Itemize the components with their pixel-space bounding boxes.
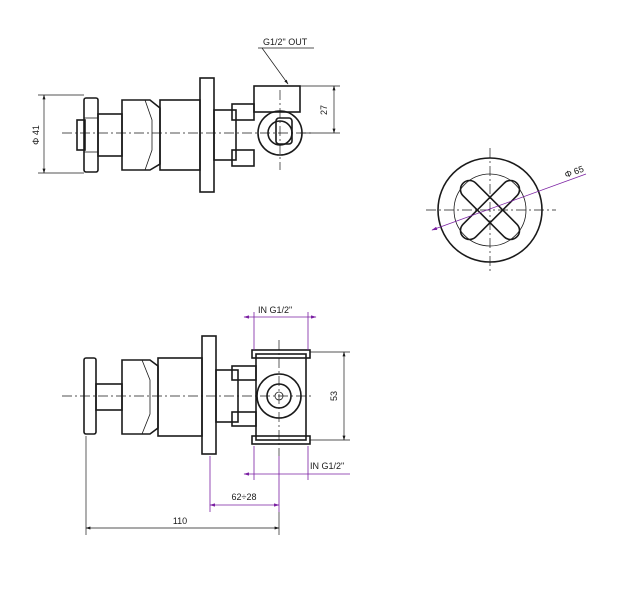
dim-62-28-label: 62÷28: [232, 492, 257, 502]
top-connector: [213, 109, 237, 161]
top-cover: [121, 99, 161, 171]
dim-110-label: 110: [173, 516, 187, 526]
top-elbow: [253, 85, 301, 113]
top-knob-cap: [76, 119, 86, 151]
top-body: [159, 99, 201, 171]
front-view: Φ 65: [426, 148, 587, 274]
dim-53-label: 53: [329, 391, 339, 401]
top-side-view: Φ 41 27 G1/2" OUT: [31, 37, 340, 193]
bottom-body: [157, 357, 203, 437]
in-top-label: IN G1/2": [258, 305, 292, 315]
top-knob: [83, 97, 99, 173]
bottom-stem: [95, 383, 123, 411]
cross-handle: [459, 179, 521, 241]
top-stem: [97, 113, 123, 157]
top-flange: [199, 77, 215, 193]
dim-41-label: Φ 41: [31, 125, 41, 145]
bottom-tee: [255, 353, 307, 441]
dim-65-label: Φ 65: [563, 164, 585, 180]
bottom-side-view: IN G1/2" IN G1/2" 53 62÷28 110: [62, 305, 350, 535]
dim-27-label: 27: [319, 105, 329, 115]
in-bottom-label: IN G1/2": [310, 461, 344, 471]
top-fitting-lower: [231, 149, 255, 167]
out-label: G1/2" OUT: [263, 37, 308, 47]
bottom-flange: [201, 335, 217, 455]
bottom-tee-top: [251, 349, 311, 359]
bottom-cover: [121, 359, 159, 435]
